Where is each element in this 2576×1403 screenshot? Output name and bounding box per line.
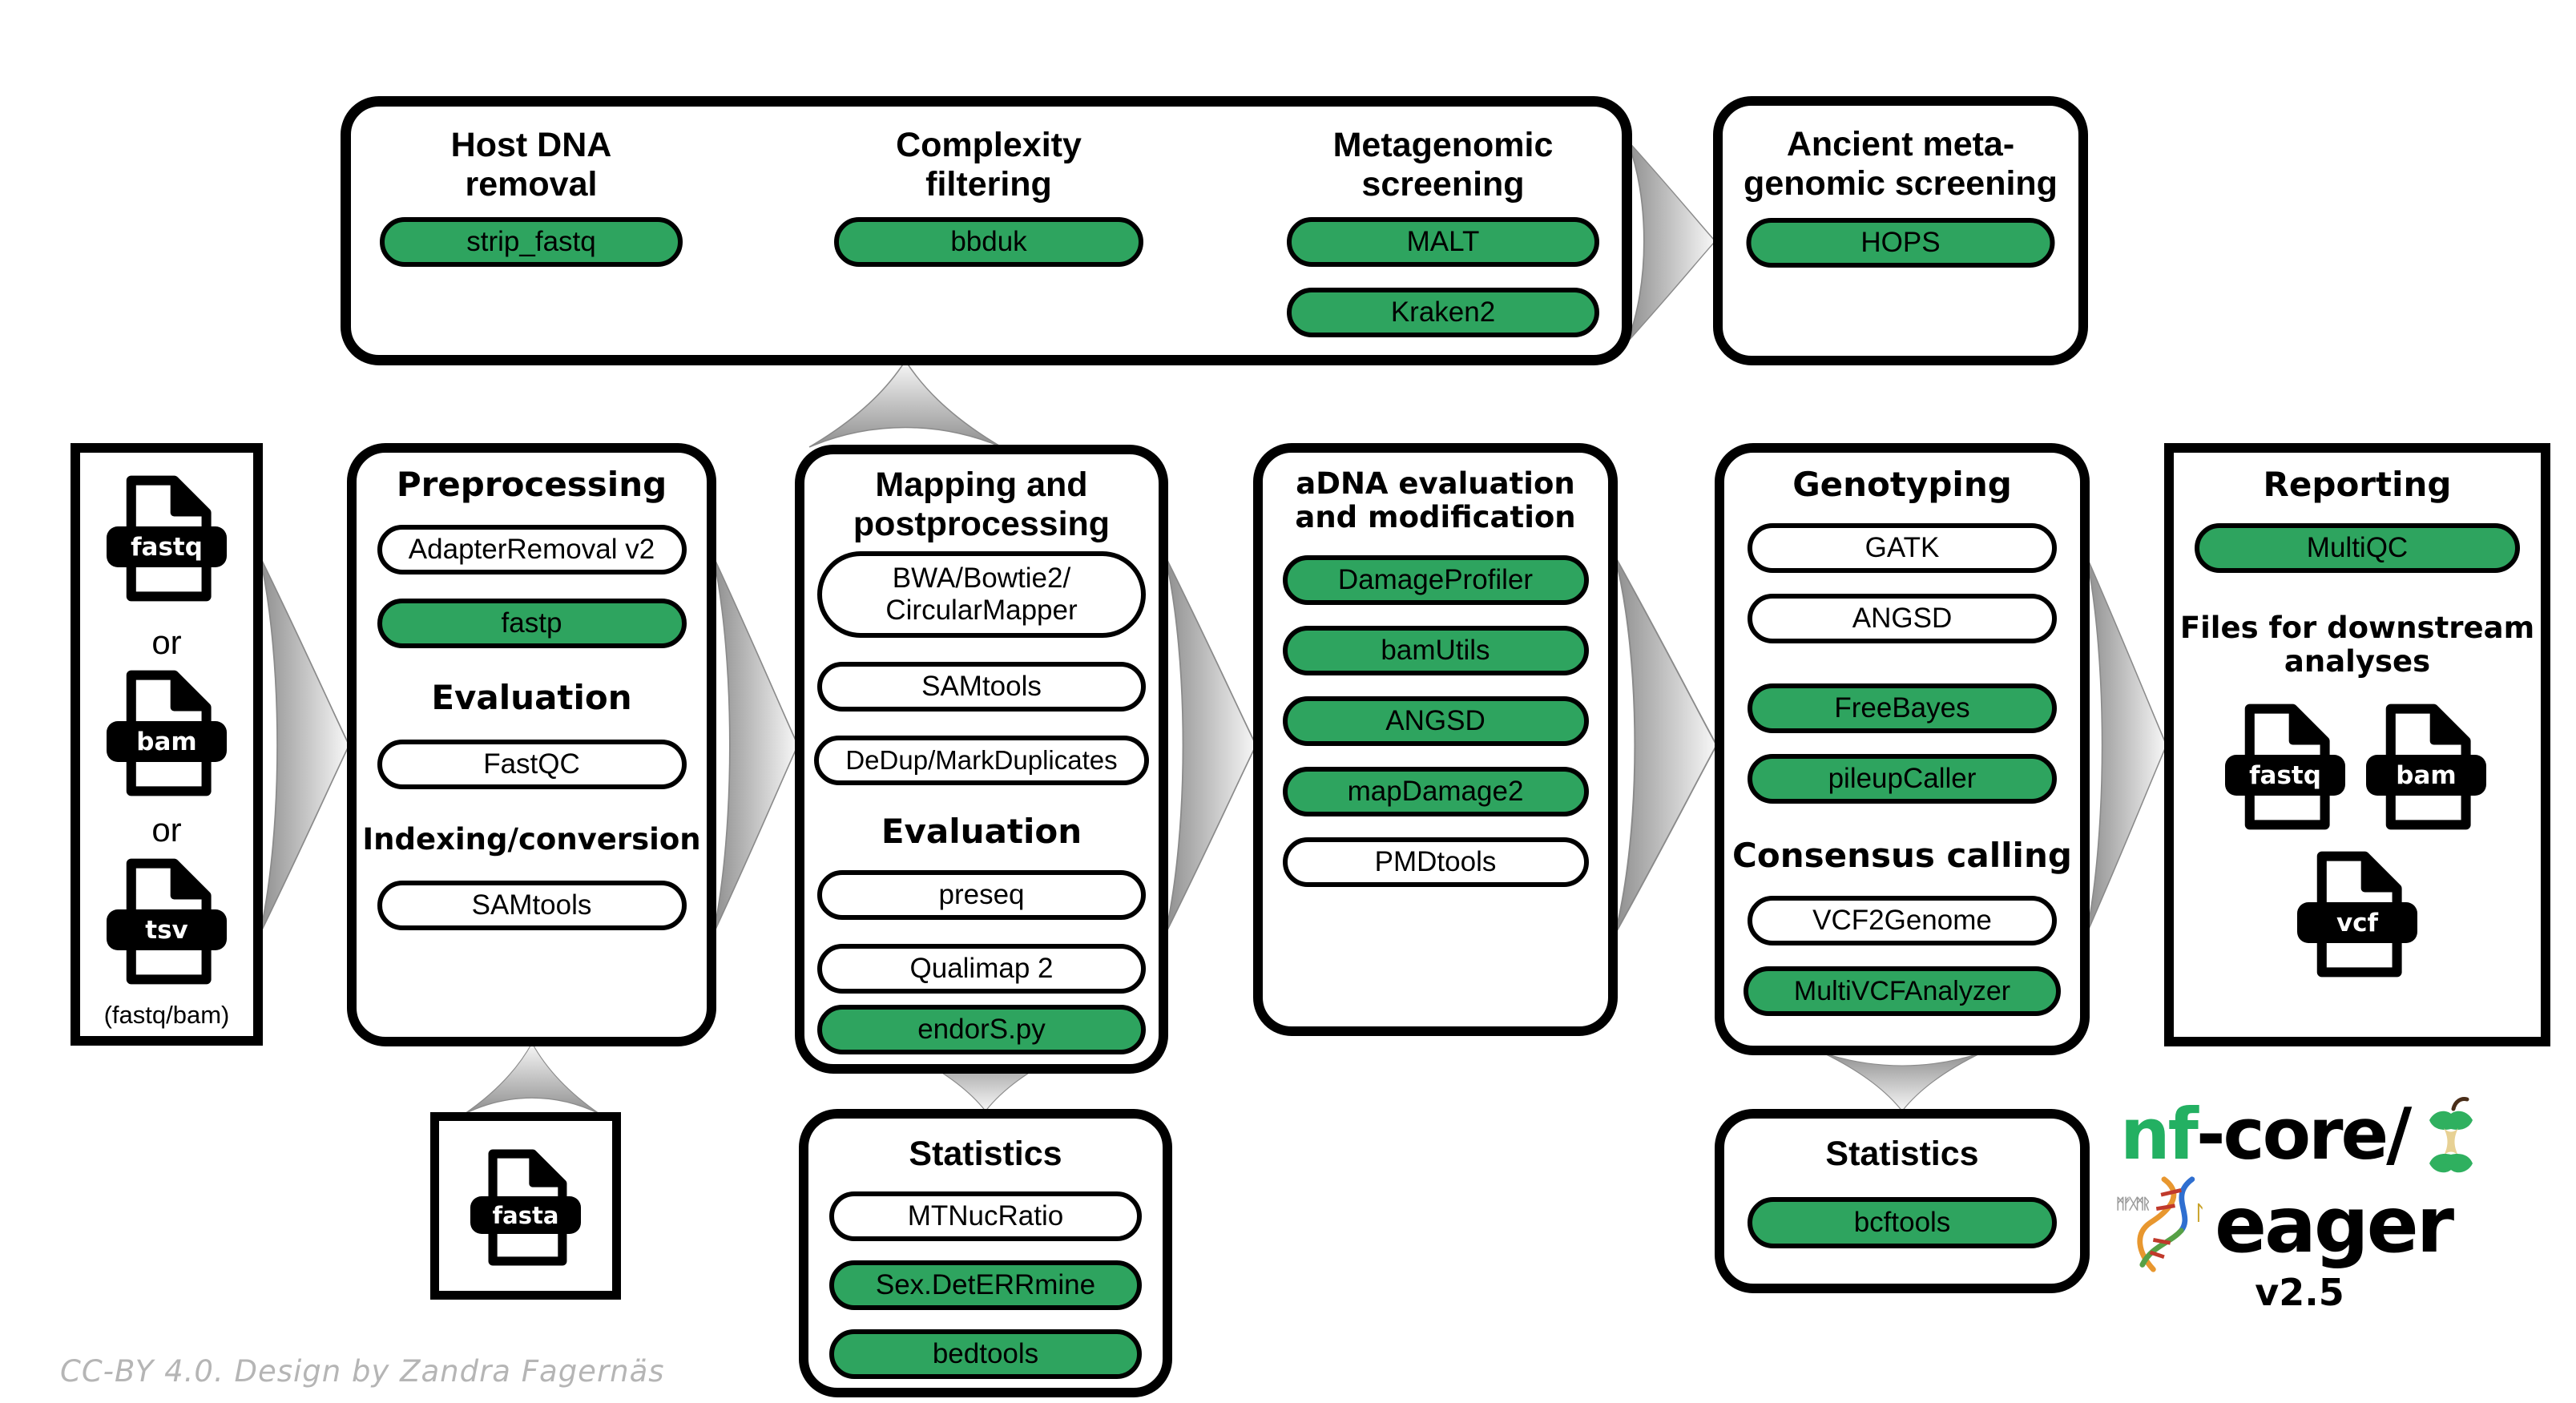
complexity-filtering-title: Complexity filtering (896, 126, 1082, 204)
tool-pill-bbduk: bbduk (834, 217, 1143, 267)
tool-pill-damageprofiler: DamageProfiler (1282, 555, 1589, 605)
tool-pill-bwa-bowtie2-circularmapper: BWA/Bowtie2/ CircularMapper (817, 551, 1146, 638)
arrow-input-to-preprocessing (258, 553, 351, 937)
tool-pill-vcf2genome: VCF2Genome (1748, 896, 2057, 945)
preprocessing-title: Preprocessing (396, 465, 667, 504)
input-box: fastq or bam or tsv (fastq/bam) (71, 443, 263, 1046)
or-label: or (151, 623, 182, 661)
tool-pill-fastp: fastp (377, 599, 687, 648)
tool-pill-bamutils: bamUtils (1282, 626, 1589, 675)
nf-core-eager-logo: nf-core/ ᛗᚠᚷᛗᚱ ᛚ eager v2.5 (2115, 1093, 2576, 1333)
tool-pill-gatk: GATK (1748, 523, 2057, 573)
evaluation-title: Evaluation (881, 812, 1082, 851)
arrow-fasta-to-preprocessing (463, 1042, 601, 1115)
downstream-files-title: Files for downstream analyses (2179, 611, 2535, 679)
tool-pill-malt: MALT (1287, 217, 1599, 267)
logo-eager-text: eager (2215, 1180, 2454, 1270)
statistics-title: Statistics (909, 1135, 1062, 1173)
credit-text: CC-BY 4.0. Design by Zandra Fagernäs (60, 1354, 665, 1389)
tool-pill-hops: HOPS (1746, 218, 2055, 268)
mapping-box: Mapping and postprocessing BWA/Bowtie2/ … (795, 445, 1168, 1074)
statistics-genotyping-box: Statistics bcftools (1715, 1109, 2090, 1293)
evaluation-title: Evaluation (431, 678, 632, 717)
indexing-conversion-title: Indexing/conversion (362, 822, 701, 857)
adna-box: aDNA evaluation and modification DamageP… (1253, 443, 1618, 1036)
vcf-file-icon: vcf (2296, 849, 2418, 980)
tool-pill-mapdamage2: mapDamage2 (1282, 767, 1589, 816)
fastq-file-icon: fastq (106, 473, 228, 604)
tool-pill-angsd: ANGSD (1282, 696, 1589, 746)
dna-helix-icon: ᛗᚠᚷᛗᚱ ᛚ (2116, 1176, 2206, 1272)
tool-pill-samtools: SAMtools (377, 881, 687, 930)
vcf-file-label: vcf (2296, 902, 2418, 944)
fasta-file-label: fasta (470, 1196, 582, 1235)
screening-box: Host DNA removal strip_fastq Complexity … (341, 96, 1632, 365)
tool-pill-angsd: ANGSD (1748, 594, 2057, 643)
host-dna-removal-column: Host DNA removal strip_fastq (351, 107, 712, 355)
consensus-calling-title: Consensus calling (1732, 836, 2072, 875)
reporting-box: Reporting MultiQC Files for downstream a… (2164, 443, 2550, 1046)
tool-pill-adapterremoval: AdapterRemoval v2 (377, 525, 687, 575)
arrow-preprocessing-to-mapping (712, 553, 800, 937)
logo-nf-text: nf (2120, 1093, 2199, 1175)
apple-core-icon (2429, 1096, 2473, 1172)
tool-pill-fastqc: FastQC (377, 740, 687, 789)
tool-pill-freebayes: FreeBayes (1748, 683, 2057, 733)
tool-pill-bedtools: bedtools (829, 1329, 1142, 1379)
tool-pill-qualimap2: Qualimap 2 (817, 944, 1146, 994)
preprocessing-box: Preprocessing AdapterRemoval v2 fastp Ev… (347, 443, 716, 1046)
fasta-box: fasta (430, 1112, 621, 1300)
statistics-title: Statistics (1825, 1135, 1979, 1173)
host-dna-removal-title: Host DNA removal (450, 126, 612, 204)
tool-pill-strip-fastq: strip_fastq (380, 217, 683, 267)
ancient-screening-box: Ancient meta- genomic screening HOPS (1713, 96, 2088, 365)
arrow-mapping-to-adna (1163, 553, 1258, 937)
runes-left-text: ᛗᚠᚷᛗᚱ (2116, 1196, 2150, 1213)
or-label: or (151, 811, 182, 849)
tool-pill-mtnucratio: MTNucRatio (829, 1191, 1142, 1241)
genotyping-box: Genotyping GATK ANGSD FreeBayes pileupCa… (1715, 443, 2090, 1055)
tool-pill-pmdtools: PMDtools (1282, 837, 1589, 887)
logo-version: v2.5 (2255, 1271, 2344, 1314)
bam-file-icon: bam (2365, 701, 2487, 833)
fastq-file-label: fastq (2224, 755, 2346, 796)
reporting-title: Reporting (2263, 465, 2452, 504)
tsv-file-icon: tsv (106, 856, 228, 987)
bam-file-icon: bam (106, 667, 228, 799)
fastq-file-icon: fastq (2224, 701, 2346, 833)
tool-pill-sex-deterrmine: Sex.DetERRmine (829, 1260, 1142, 1310)
arrow-genotyping-to-reporting (2085, 553, 2168, 937)
arrow-screening-to-ancient (1625, 138, 1717, 345)
fasta-file-icon: fasta (470, 1147, 582, 1268)
complexity-filtering-column: Complexity filtering bbduk (808, 107, 1169, 355)
tool-pill-endors-py: endorS.py (817, 1005, 1146, 1054)
rune-right-text: ᛚ (2194, 1201, 2203, 1224)
tool-pill-bcftools: bcftools (1748, 1197, 2057, 1248)
logo-line1: nf-core/ (2120, 1093, 2480, 1175)
statistics-mapping-box: Statistics MTNucRatio Sex.DetERRmine bed… (799, 1109, 1172, 1397)
fastq-file-label: fastq (106, 526, 228, 568)
tsv-file-label: tsv (106, 909, 228, 951)
mapping-title: Mapping and postprocessing (853, 466, 1111, 543)
input-format-note: (fastq/bam) (103, 1001, 230, 1029)
bam-file-label: bam (2365, 755, 2487, 796)
logo-core-text: -core/ (2195, 1093, 2412, 1175)
arrow-genotyping-to-statistics (1820, 1051, 1984, 1112)
genotyping-title: Genotyping (1792, 465, 2012, 504)
metagenomic-screening-title: Metagenomic screening (1332, 126, 1554, 204)
tool-pill-preseq: preseq (817, 870, 1146, 920)
arrow-adna-to-genotyping (1613, 553, 1719, 937)
tool-pill-kraken2: Kraken2 (1287, 288, 1599, 337)
arrow-mapping-to-screening (808, 359, 1003, 449)
bam-file-label: bam (106, 721, 228, 763)
tool-pill-pileupcaller: pileupCaller (1748, 754, 2057, 804)
adna-title: aDNA evaluation and modification (1295, 466, 1576, 534)
tool-pill-samtools: SAMtools (817, 662, 1146, 712)
ancient-screening-title: Ancient meta- genomic screening (1744, 125, 2058, 203)
tool-pill-dedup-markduplicates: DeDup/MarkDuplicates (814, 736, 1149, 785)
tool-pill-multiqc: MultiQC (2195, 523, 2520, 573)
tool-pill-multivcfanalyzer: MultiVCFAnalyzer (1744, 966, 2061, 1016)
metagenomic-screening-column: Metagenomic screening MALT Kraken2 (1263, 107, 1623, 355)
logo-line2: ᛗᚠᚷᛗᚱ ᛚ eager (2115, 1175, 2454, 1276)
